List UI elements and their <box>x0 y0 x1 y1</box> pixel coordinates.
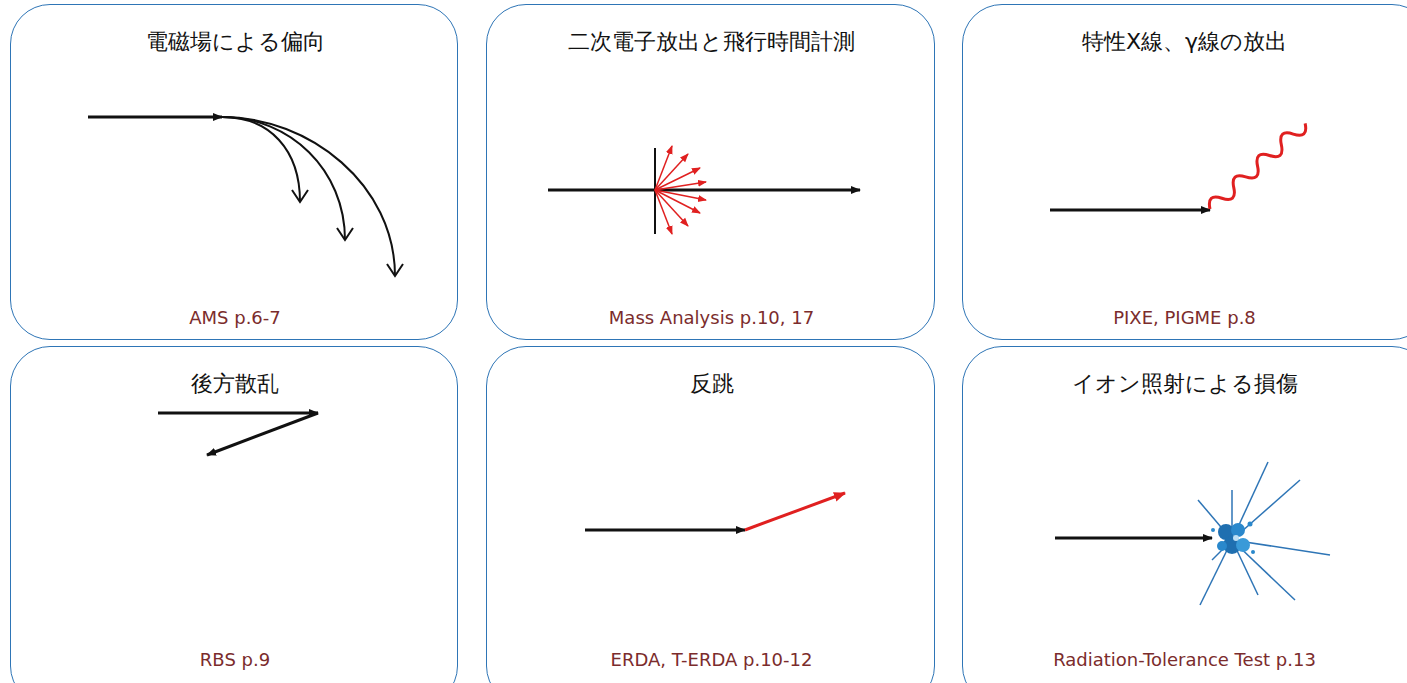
box-title: 後方散乱 <box>11 369 459 399</box>
trajectory <box>222 117 345 240</box>
recoil-atom <box>745 493 845 530</box>
category-box: 後方散乱 RBS p.9 <box>10 346 458 683</box>
ion-beam <box>548 189 860 192</box>
category-box: 反跳 ERDA, T-ERDA p.10-12 <box>486 346 935 683</box>
box-title: 特性X線、γ線の放出 <box>963 27 1406 57</box>
box-title: 二次電子放出と飛行時間計測 <box>487 27 936 57</box>
photon-wave <box>1205 118 1309 214</box>
page-reference: Radiation-Tolerance Test p.13 <box>963 649 1406 670</box>
deflection-figure <box>88 117 395 276</box>
category-box: 特性X線、γ線の放出 PIXE, PIGME p.8 <box>962 4 1407 340</box>
ion-beam <box>88 116 222 119</box>
page-reference: Mass Analysis p.10, 17 <box>487 307 936 328</box>
damage-cluster <box>1211 522 1255 555</box>
page-reference: RBS p.9 <box>11 649 459 670</box>
category-box: 二次電子放出と飛行時間計測 Mass Analysis p.10, 17 <box>486 4 935 340</box>
box-title: 反跳 <box>487 369 936 399</box>
page-reference: AMS p.6-7 <box>11 307 459 328</box>
ion-beam <box>585 529 745 532</box>
scattered-ion <box>207 413 318 455</box>
category-box: 電磁場による偏向 AMS p.6-7 <box>10 4 458 340</box>
category-box: イオン照射による損傷 Radiation-Tolerance Test p.13 <box>962 346 1407 683</box>
box-title: イオン照射による損傷 <box>963 369 1406 399</box>
emission-figure <box>1050 118 1310 214</box>
ion-beam <box>1055 537 1212 540</box>
recoil-figure <box>585 493 845 530</box>
secondary-electron-figure <box>548 146 860 234</box>
trajectory <box>222 117 395 276</box>
box-title: 電磁場による偏向 <box>11 27 459 57</box>
ion-beam <box>158 412 318 415</box>
burst-rays <box>1198 462 1330 605</box>
ion-beam <box>1050 209 1210 212</box>
backscatter-figure <box>158 413 318 455</box>
page-reference: PIXE, PIGME p.8 <box>963 307 1406 328</box>
electron-arrows <box>655 146 706 234</box>
page-reference: ERDA, T-ERDA p.10-12 <box>487 649 936 670</box>
damage-figure <box>1055 462 1330 605</box>
